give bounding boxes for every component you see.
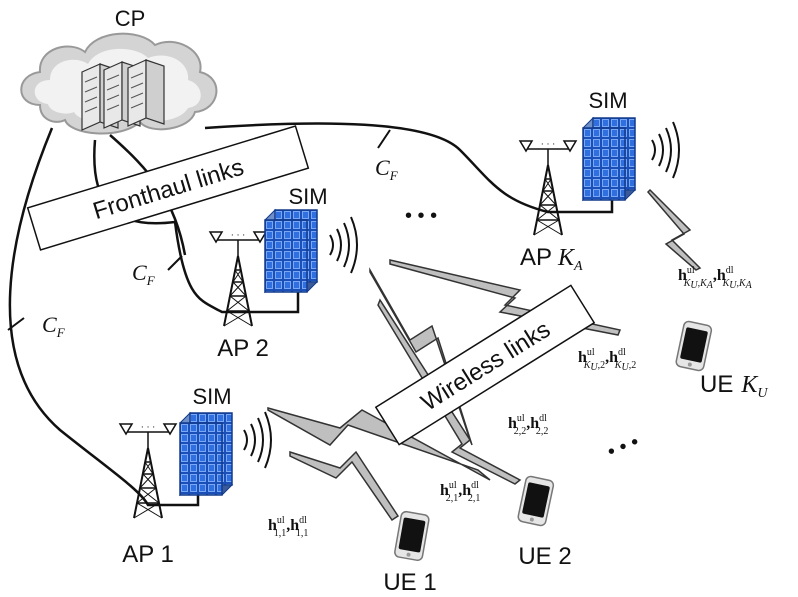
cp-label: CP <box>115 6 146 31</box>
ue-2-group: UE 2 <box>516 474 572 570</box>
sim-label-ap1: SIM <box>192 384 231 409</box>
cp-cloud <box>20 32 218 135</box>
server-rack-icon <box>81 59 165 131</box>
wireless-waves-icon <box>243 411 272 469</box>
antenna-tower-icon <box>519 139 577 236</box>
wireless-links-label: Wireless links <box>416 316 555 417</box>
phone-icon <box>516 474 556 528</box>
wireless-waves-icon <box>329 216 358 274</box>
sim-panel-icon <box>582 117 636 201</box>
ap-2-label: AP 2 <box>217 335 269 362</box>
cf-label-ap2: CF <box>132 260 156 288</box>
phone-icon <box>674 319 714 373</box>
cf-label-ap1: CF <box>42 312 66 340</box>
sim-label-ap2: SIM <box>288 184 327 209</box>
ue-1-group: UE 1 <box>383 510 437 596</box>
ap-1-label: AP 1 <box>122 541 174 568</box>
ue-2-label: UE 2 <box>518 543 571 570</box>
ap-2-group: SIM AP 2 <box>209 184 358 362</box>
ue-ellipsis: • • • <box>604 431 642 463</box>
sim-panel-icon <box>179 412 233 496</box>
sim-label-apk: SIM <box>588 88 627 113</box>
capacity-ticks <box>7 129 391 331</box>
ap-1-group: SIM AP 1 <box>119 384 272 568</box>
wireless-bolts <box>267 188 702 522</box>
ap-ellipsis: • • • <box>405 205 437 227</box>
cf-label-apk: CF <box>375 155 399 183</box>
phone-icon <box>393 510 431 562</box>
wireless-links-box: Wireless links <box>374 284 596 446</box>
sim-panel-icon <box>264 209 318 293</box>
ue-1-label: UE 1 <box>383 569 436 596</box>
wireless-waves-icon <box>651 121 680 179</box>
